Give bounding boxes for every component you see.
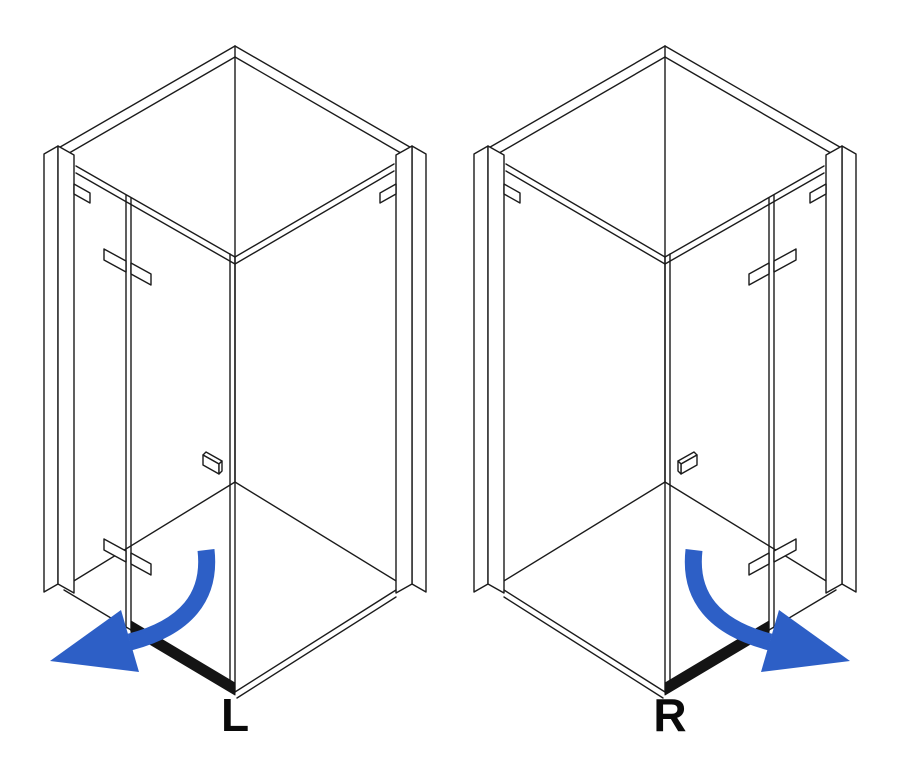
variant-label-right: R — [653, 689, 687, 741]
enclosure-right-drawing — [474, 46, 856, 698]
variant-label-left: L — [220, 689, 250, 741]
diagram-canvas — [0, 0, 900, 710]
enclosure-left-drawing — [44, 46, 426, 698]
